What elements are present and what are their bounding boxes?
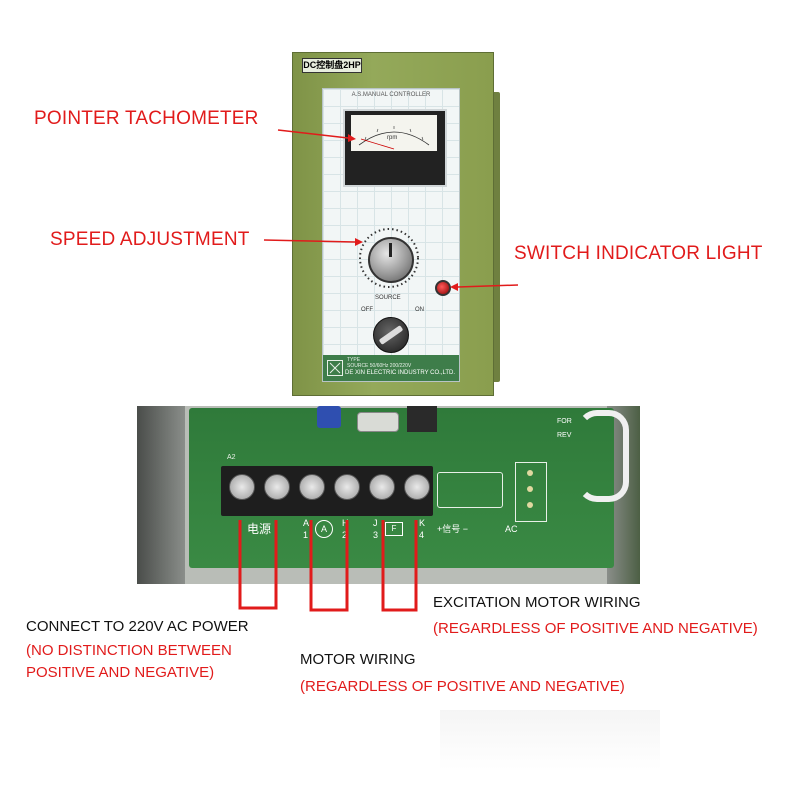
indicator-light <box>435 280 451 296</box>
terminal-2-label: 2 <box>342 530 348 540</box>
manufacturer-name: DE XIN ELECTRIC INDUSTRY CO.,LTD. <box>345 370 456 376</box>
for-label: FOR <box>557 418 572 425</box>
signal-connector <box>437 472 503 508</box>
speed-arrow <box>263 239 356 243</box>
indicator-arrow <box>457 284 519 288</box>
model-tag: DC控制盘2HP <box>302 58 362 73</box>
ac-label: AC <box>505 524 518 534</box>
power-label: 电源 <box>247 522 272 536</box>
company-logo <box>327 360 343 376</box>
speed-arrowhead <box>355 238 363 246</box>
tachometer-arrow <box>277 129 349 139</box>
jumper-pin-1 <box>527 470 533 476</box>
terminal-screw-5[interactable] <box>369 474 395 500</box>
capacitor <box>317 406 341 428</box>
heat-sink <box>407 406 437 432</box>
tachometer-scale <box>358 126 430 150</box>
terminal-3-label: 3 <box>373 530 379 540</box>
wire-bundle <box>577 410 629 502</box>
on-label: ON <box>415 307 424 313</box>
off-label: OFF <box>361 307 373 313</box>
terminal-screw-6[interactable] <box>404 474 430 500</box>
power-wire <box>238 520 278 610</box>
excitation-wire <box>381 520 418 612</box>
field-symbol: F <box>385 522 403 536</box>
source-label: SOURCE <box>375 295 401 301</box>
callout-tachometer: POINTER TACHOMETER <box>34 108 259 129</box>
terminal-4-label: 4 <box>419 530 425 540</box>
motor-title: MOTOR WIRING <box>300 651 416 668</box>
terminal-screw-4[interactable] <box>334 474 360 500</box>
terminal-block <box>221 466 433 516</box>
terminal-k-label: K <box>419 518 426 528</box>
board-photo: A2 电源 A 1 A H 2 J 3 F K 4 +信号 − AC FOR R… <box>137 406 640 584</box>
terminal-h-label: H <box>342 518 349 528</box>
terminal-j-label: J <box>373 518 378 528</box>
terminal-1-label: 1 <box>303 530 309 540</box>
excitation-note: (REGARDLESS OF POSITIVE AND NEGATIVE) <box>433 620 758 637</box>
indicator-arrowhead <box>450 283 458 291</box>
power-switch[interactable] <box>373 317 409 353</box>
terminal-a-label: A <box>303 518 310 528</box>
power-title: CONNECT TO 220V AC POWER <box>26 618 249 635</box>
tachometer-arrowhead <box>348 134 356 142</box>
left-bracket <box>137 406 185 584</box>
a2-label: A2 <box>227 454 236 461</box>
knob-scale-ticks <box>359 228 419 288</box>
terminal-screw-2[interactable] <box>264 474 290 500</box>
excitation-title: EXCITATION MOTOR WIRING <box>433 594 641 611</box>
panel-title: A.S.MANUAL CONTROLLER <box>351 92 431 98</box>
tachometer-unit: rpm <box>387 135 398 141</box>
fuse <box>357 412 399 432</box>
direction-jumper <box>515 462 547 522</box>
jumper-pin-2 <box>527 486 533 492</box>
jumper-pin-3 <box>527 502 533 508</box>
rev-label: REV <box>557 432 572 439</box>
callout-indicator: SWITCH INDICATOR LIGHT <box>514 243 763 264</box>
callout-speed: SPEED ADJUSTMENT <box>50 229 250 250</box>
knob-indicator <box>389 243 392 257</box>
power-note-line2: POSITIVE AND NEGATIVE) <box>26 664 215 681</box>
type-label: TYPE <box>347 357 361 363</box>
motor-wire <box>309 520 349 612</box>
terminal-screw-1[interactable] <box>229 474 255 500</box>
ammeter-symbol: A <box>315 520 333 538</box>
tachometer: rpm <box>343 109 447 187</box>
signal-label: +信号 − <box>437 524 469 534</box>
tachometer-dial: rpm <box>351 115 437 151</box>
callout-arrows <box>263 129 519 291</box>
power-note-line1: (NO DISTINCTION BETWEEN <box>26 642 232 659</box>
spec-line: SOURCE 50/60Hz 200/220V <box>347 363 412 369</box>
nameplate: TYPE SOURCE 50/60Hz 200/220V DE XIN ELEC… <box>323 355 459 381</box>
board-reflection <box>440 710 660 770</box>
terminal-screw-3[interactable] <box>299 474 325 500</box>
motor-note: (REGARDLESS OF POSITIVE AND NEGATIVE) <box>300 678 625 695</box>
speed-knob[interactable] <box>368 237 414 283</box>
